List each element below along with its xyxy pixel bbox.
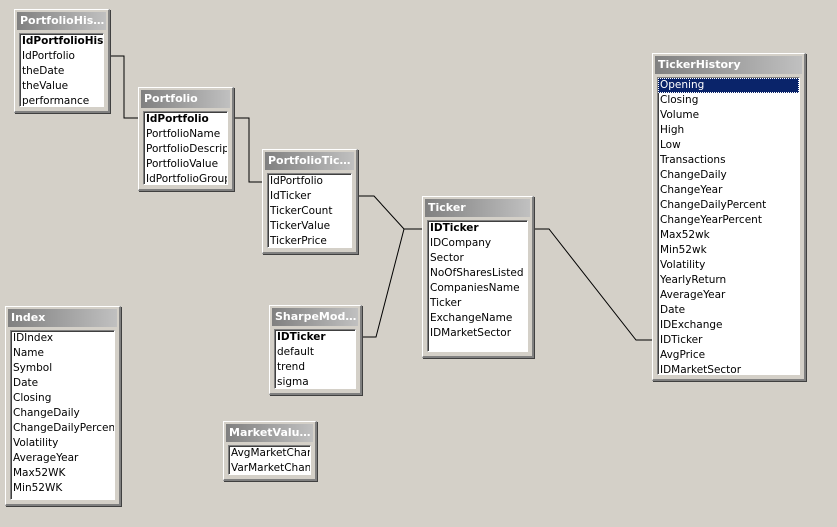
field-item[interactable]: IdPortfolio [270,175,323,187]
table-title[interactable]: Index [8,309,117,327]
field-item[interactable]: ChangeDailyPercent [13,422,114,434]
field-item[interactable]: VarMarketChange [231,462,310,474]
field-item[interactable]: High [660,124,685,136]
table-title[interactable]: Ticker [425,199,530,217]
field-item[interactable]: IdTicker [270,190,312,202]
table-portfolio-ticker[interactable]: PortfolioTicker IdPortfolio IdTicker Tic… [262,149,358,254]
field-item[interactable]: IDIndex [13,332,54,344]
field-item[interactable]: IdPortfolioGroup [146,173,227,185]
field-item[interactable]: Symbol [13,362,53,374]
field-item[interactable]: IdPortfolio [22,50,75,62]
table-portfolio[interactable]: Portfolio IdPortfolio PortfolioName Port… [138,87,234,191]
field-item[interactable]: YearlyReturn [660,274,727,286]
link-portfoliohistory-portfolio [109,55,139,119]
field-item[interactable]: Transactions [660,154,726,166]
field-list[interactable]: IDTicker default trend sigma [274,329,356,389]
field-item[interactable]: ChangeDaily [660,169,727,181]
table-title[interactable]: MarketValues [226,424,313,442]
field-item[interactable]: Volume [660,109,700,121]
field-item[interactable]: IDMarketSector [430,327,512,339]
field-item[interactable]: theDate [22,65,65,77]
field-item[interactable]: IDTicker [660,334,703,346]
field-item[interactable]: ChangeDailyPercent [660,199,767,211]
field-item[interactable]: Min52wk [660,244,707,256]
field-item[interactable]: Ticker [430,297,462,309]
field-item[interactable]: Min52WK [13,482,63,494]
table-sharpe-model[interactable]: SharpeModel... IDTicker default trend si… [269,305,362,395]
field-item[interactable]: PortfolioValue [146,158,219,170]
field-item[interactable]: AverageYear [13,452,79,464]
link-sharpemodel-ticker [362,228,405,338]
field-item[interactable]: ChangeDaily [13,407,80,419]
field-item[interactable]: IDTicker [277,331,326,343]
field-item[interactable]: PortfolioDescriptio [146,143,227,155]
field-item[interactable]: Closing [13,392,52,404]
field-item[interactable]: IDMarketSector [660,364,742,375]
field-item[interactable]: Closing [660,94,699,106]
field-item[interactable]: TickerValue [270,220,331,232]
field-item[interactable]: IdPortfolio [146,113,209,125]
field-item[interactable]: ChangeYearPercent [660,214,762,226]
field-item[interactable]: AverageYear [660,289,726,301]
link-portfolio-portfolioticker [234,117,264,183]
field-item-selected[interactable]: Opening [658,78,799,93]
field-item[interactable]: Volatility [660,259,706,271]
field-list[interactable]: IDTicker IDCompany Sector NoOfSharesList… [427,220,528,352]
field-list[interactable]: AvgMarketChang VarMarketChange [228,445,311,475]
field-item[interactable]: Max52WK [13,467,66,479]
field-item[interactable]: Date [660,304,686,316]
field-list[interactable]: IdPortfolio IdTicker TickerCount TickerV… [267,173,352,248]
field-item[interactable]: IDExchange [660,319,723,331]
field-item[interactable]: TickerPrice [270,235,327,247]
field-item[interactable]: performance [22,95,90,107]
field-item[interactable]: NoOfSharesListed [430,267,524,279]
field-item[interactable]: Max52wk [660,229,710,241]
field-item[interactable]: IDTicker [430,222,479,234]
table-ticker[interactable]: Ticker IDTicker IDCompany Sector NoOfSha… [422,196,534,358]
table-title[interactable]: PortfolioTicker [265,152,354,170]
table-ticker-history[interactable]: TickerHistory Opening Closing Volume Hig… [652,53,806,381]
field-item[interactable]: sigma [277,376,309,388]
field-item[interactable]: Volatility [13,437,59,449]
field-item[interactable]: TickerCount [270,205,333,217]
field-item[interactable]: PortfolioName [146,128,221,140]
table-portfolio-history[interactable]: PortfolioHisto... IdPortfolioHistory IdP… [14,9,110,113]
table-market-values[interactable]: MarketValues AvgMarketChang VarMarketCha… [223,421,317,481]
table-title[interactable]: TickerHistory [655,56,802,74]
field-item[interactable]: AvgPrice [660,349,706,361]
field-item[interactable]: default [277,346,314,358]
link-ticker-tickerhistory [534,228,652,341]
field-item[interactable]: theValue [22,80,69,92]
field-list[interactable]: IdPortfolio PortfolioName PortfolioDescr… [143,111,228,185]
field-item[interactable]: ExchangeName [430,312,513,324]
field-item[interactable]: IDCompany [430,237,492,249]
field-list[interactable]: IDIndex Name Symbol Date Closing ChangeD… [10,330,115,500]
table-title[interactable]: Portfolio [141,90,230,108]
field-item[interactable]: Date [13,377,39,389]
field-list[interactable]: IdPortfolioHistory IdPortfolio theDate t… [19,33,104,107]
field-item[interactable]: CompaniesName [430,282,520,294]
field-item[interactable]: trend [277,361,305,373]
field-list[interactable]: Opening Closing Volume High Low Transact… [657,77,800,375]
table-title[interactable]: PortfolioHisto... [17,12,106,30]
field-item[interactable]: IdPortfolioHistory [22,35,103,47]
field-item[interactable]: ChangeYear [660,184,723,196]
field-item[interactable]: AvgMarketChang [231,447,310,459]
field-item[interactable]: Name [13,347,44,359]
field-item[interactable]: Low [660,139,681,151]
table-index[interactable]: Index IDIndex Name Symbol Date Closing C… [5,306,121,506]
table-title[interactable]: SharpeModel... [272,308,358,326]
link-portfolioticker-ticker [358,195,423,230]
field-item[interactable]: Sector [430,252,464,264]
